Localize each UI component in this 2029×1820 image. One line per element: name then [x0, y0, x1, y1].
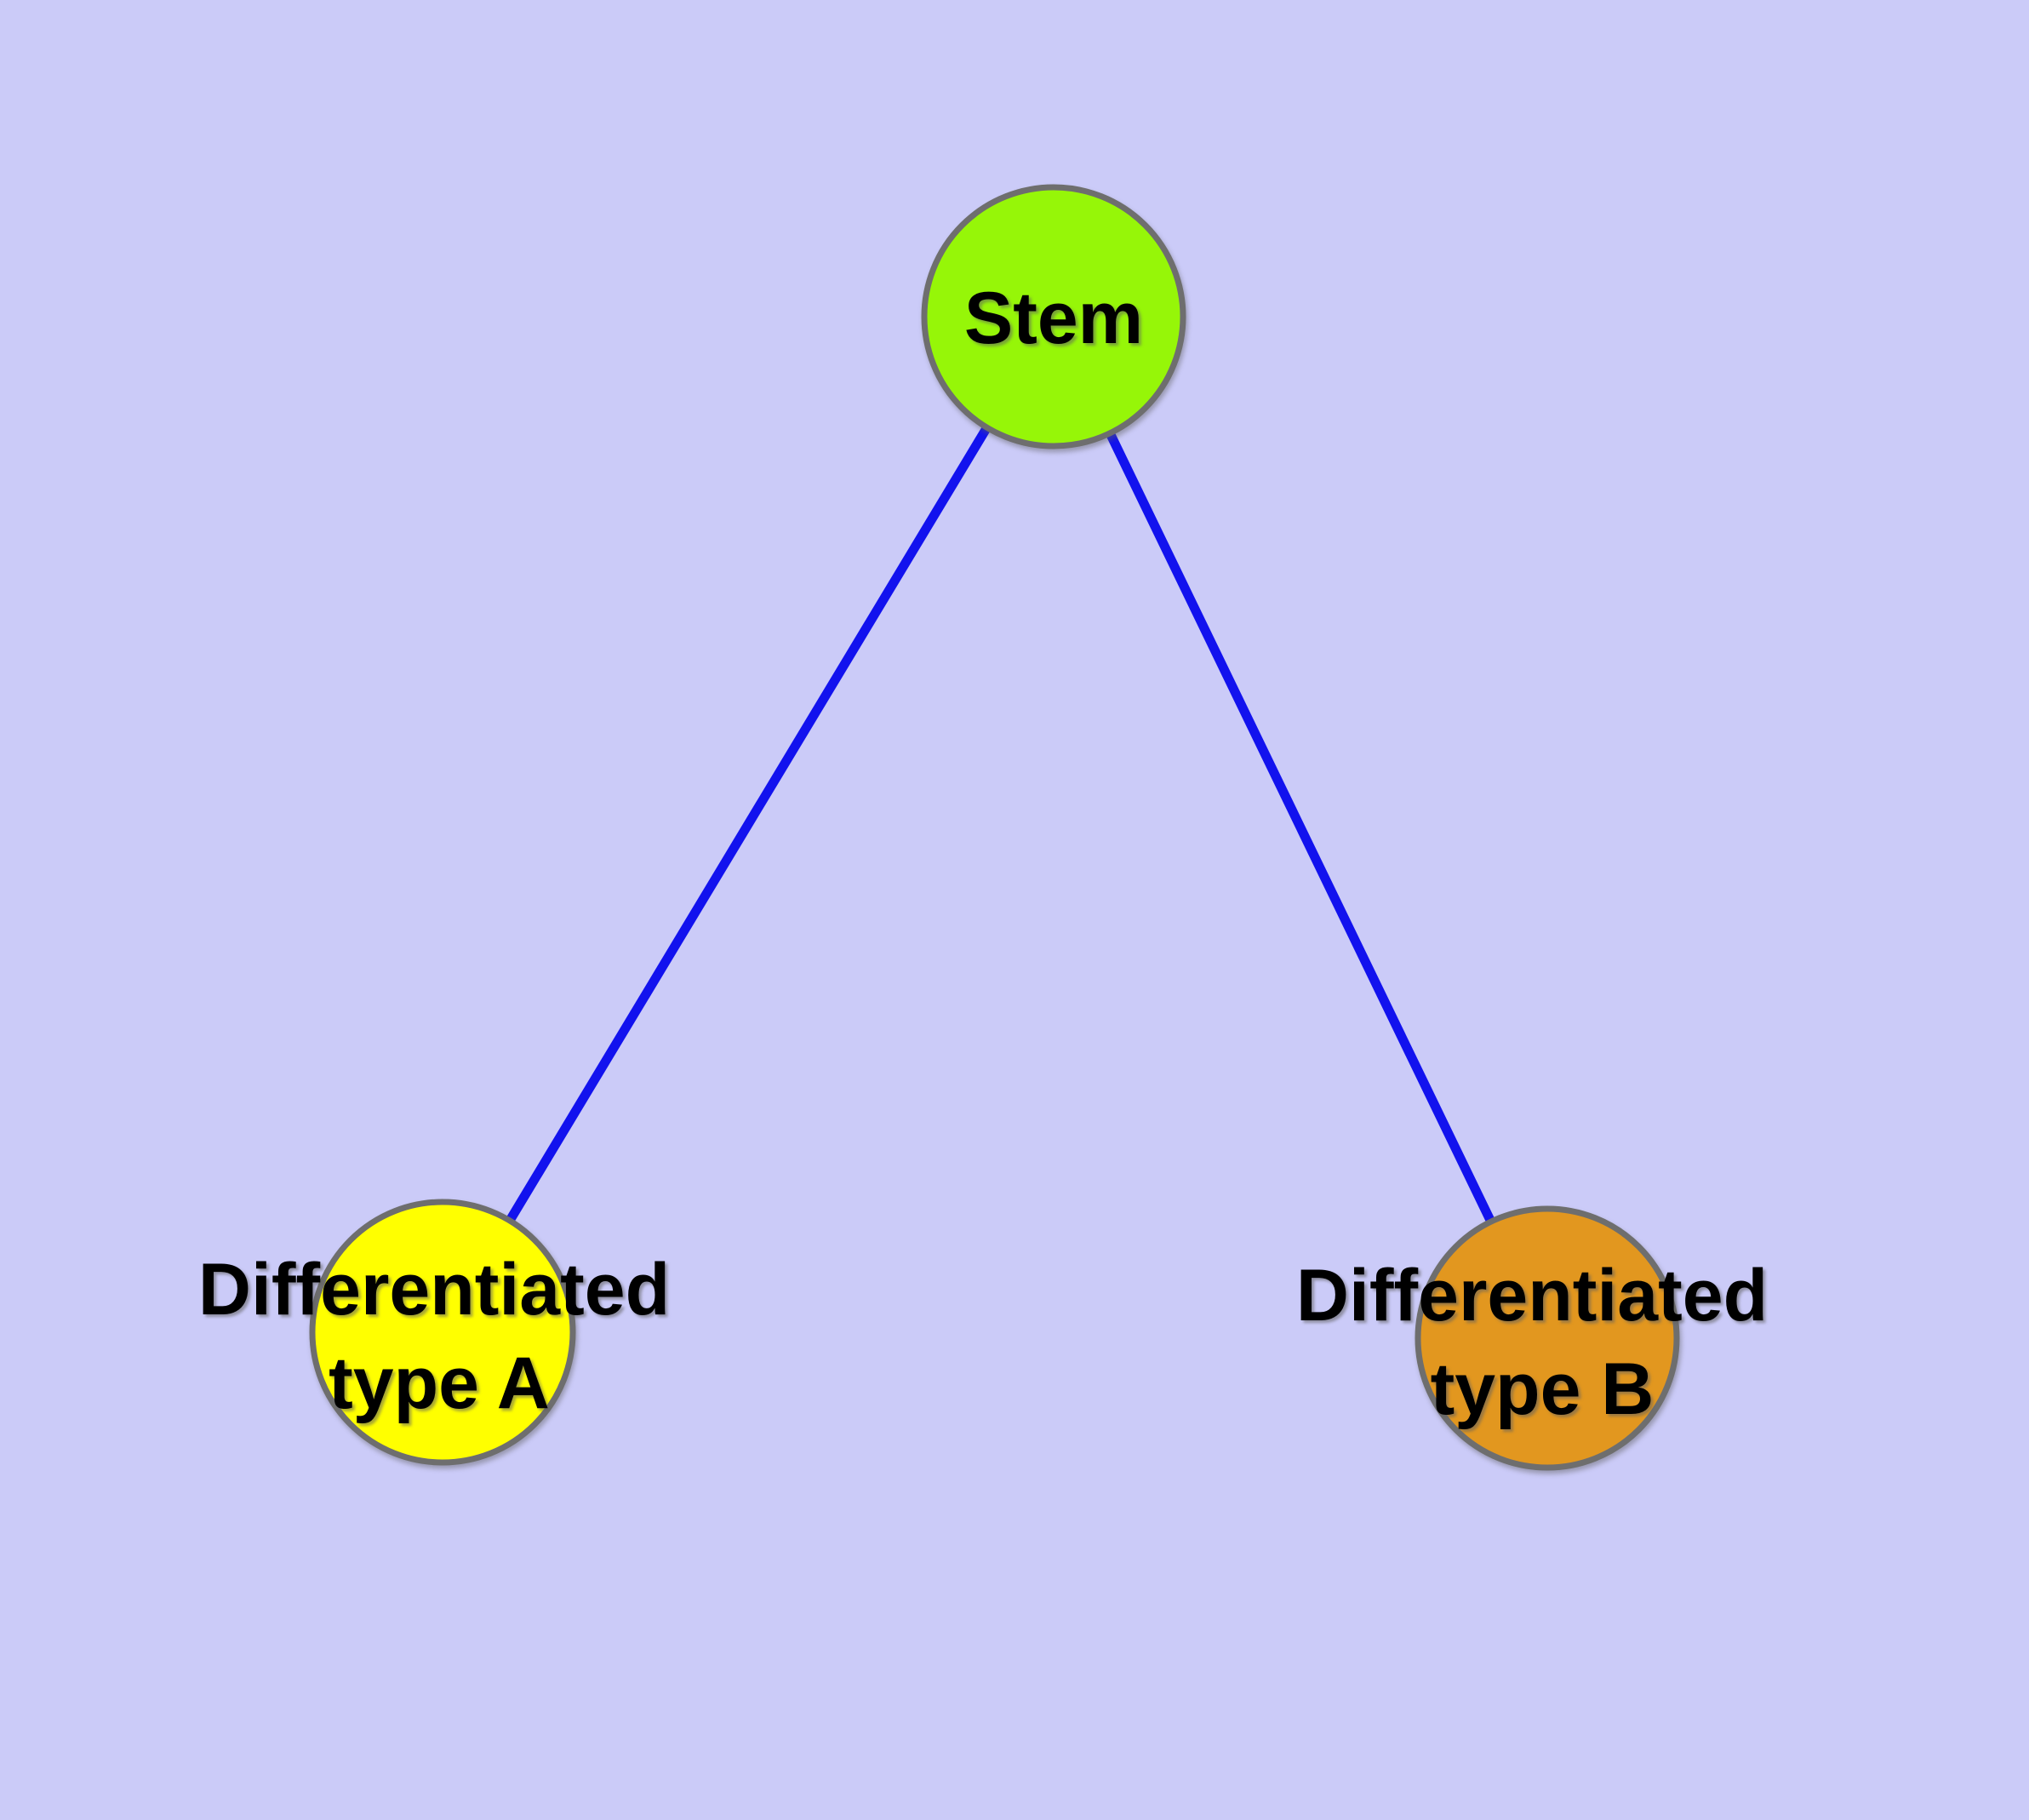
- node-differentiated-type-a-label-line2: type A: [329, 1342, 550, 1424]
- node-differentiated-type-b-label-line1: Differentiated: [1296, 1255, 1768, 1336]
- node-differentiated-type-b-label-line2: type B: [1431, 1348, 1655, 1430]
- edge-stem-to-type-b: [1049, 314, 1552, 1341]
- node-differentiated-type-a-circle: [309, 1199, 576, 1466]
- node-differentiated-type-b-circle: [1415, 1205, 1680, 1471]
- node-stem-label: Stem: [964, 278, 1143, 359]
- edge-stem-to-type-a: [438, 314, 1058, 1335]
- node-differentiated-type-a-label-line1: Differentiated: [198, 1249, 670, 1331]
- node-stem-circle: [921, 184, 1186, 449]
